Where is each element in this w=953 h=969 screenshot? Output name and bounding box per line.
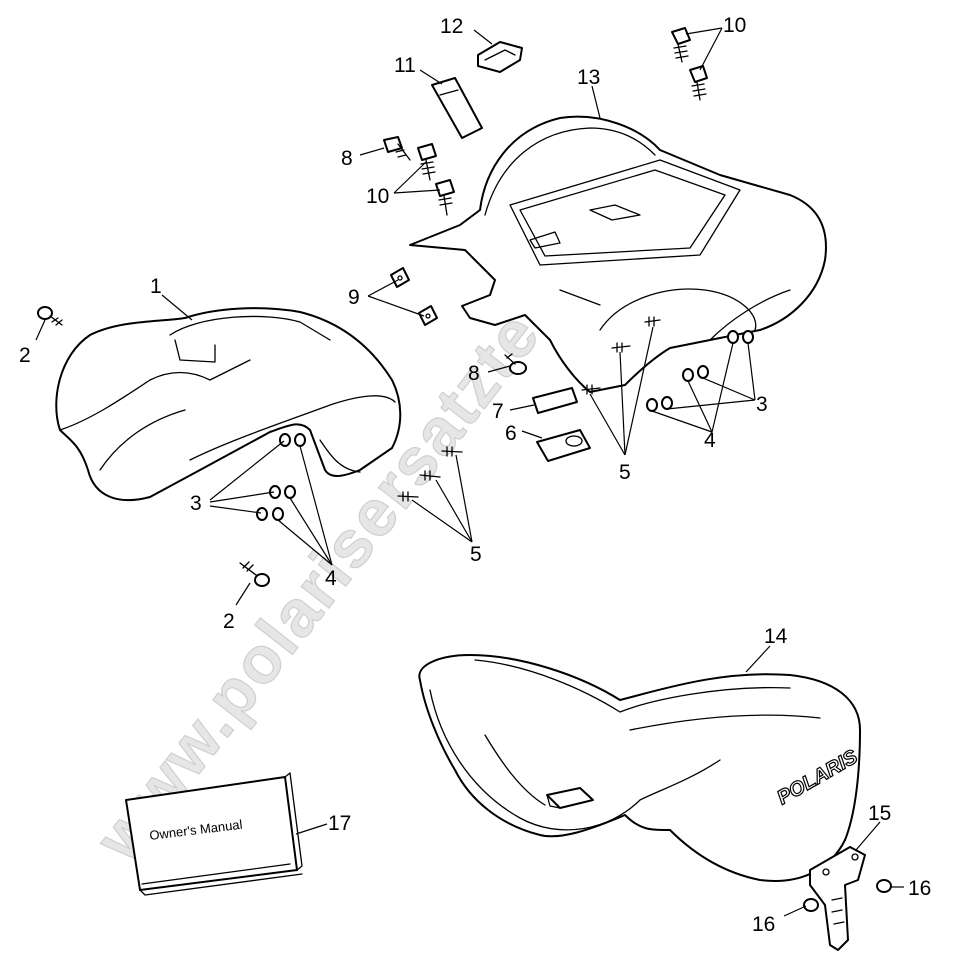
part-5-screws-right xyxy=(581,316,661,395)
leader-lines xyxy=(35,27,904,917)
callout-16: 16 xyxy=(908,877,931,900)
owners-manual: Owner's Manual xyxy=(125,772,303,896)
part-7-plate xyxy=(532,387,578,414)
callout-labels: 1 2 2 3 3 4 4 5 5 6 7 8 8 9 10 10 11 12 … xyxy=(19,14,931,936)
callout-15: 15 xyxy=(868,802,891,825)
callout-3: 3 xyxy=(190,492,202,515)
callout-9: 9 xyxy=(348,286,360,309)
callout-10: 10 xyxy=(366,185,389,208)
callout-10: 10 xyxy=(723,14,746,37)
callout-16: 16 xyxy=(752,913,775,936)
part-9-clips xyxy=(390,267,438,326)
part-10-screws-top xyxy=(671,27,708,101)
callout-8: 8 xyxy=(341,147,353,170)
callout-13: 13 xyxy=(577,66,600,89)
part-3-4-washers-left xyxy=(256,433,306,521)
front-fender xyxy=(55,307,402,501)
callout-12: 12 xyxy=(440,15,463,38)
part-8-rivet-mid xyxy=(504,353,527,375)
callout-7: 7 xyxy=(492,400,504,423)
callout-3: 3 xyxy=(756,393,768,416)
part-6-plate xyxy=(536,429,591,462)
rear-fender xyxy=(409,115,827,393)
part-2-bolts xyxy=(37,306,270,587)
part-16-nuts xyxy=(803,879,892,912)
callout-11: 11 xyxy=(394,54,416,77)
callout-8: 8 xyxy=(468,362,480,385)
part-12-clip xyxy=(477,41,523,73)
part-8-rivet-top xyxy=(383,136,411,161)
callout-2: 2 xyxy=(223,610,235,633)
callout-14: 14 xyxy=(764,625,788,648)
part-10-screws-mid xyxy=(417,143,455,216)
part-3-4-washers-right xyxy=(646,330,754,412)
callout-4: 4 xyxy=(704,429,716,452)
part-11-strap xyxy=(431,77,483,139)
callout-5: 5 xyxy=(619,461,631,484)
callout-1: 1 xyxy=(150,275,162,298)
callout-4: 4 xyxy=(325,567,337,590)
callout-5: 5 xyxy=(470,543,482,566)
callout-6: 6 xyxy=(505,422,517,445)
part-15-bracket xyxy=(809,846,866,951)
callout-17: 17 xyxy=(328,812,351,835)
seat: POLARIS xyxy=(418,654,863,882)
part-5-screws-left xyxy=(397,446,463,502)
callout-2: 2 xyxy=(19,344,31,367)
